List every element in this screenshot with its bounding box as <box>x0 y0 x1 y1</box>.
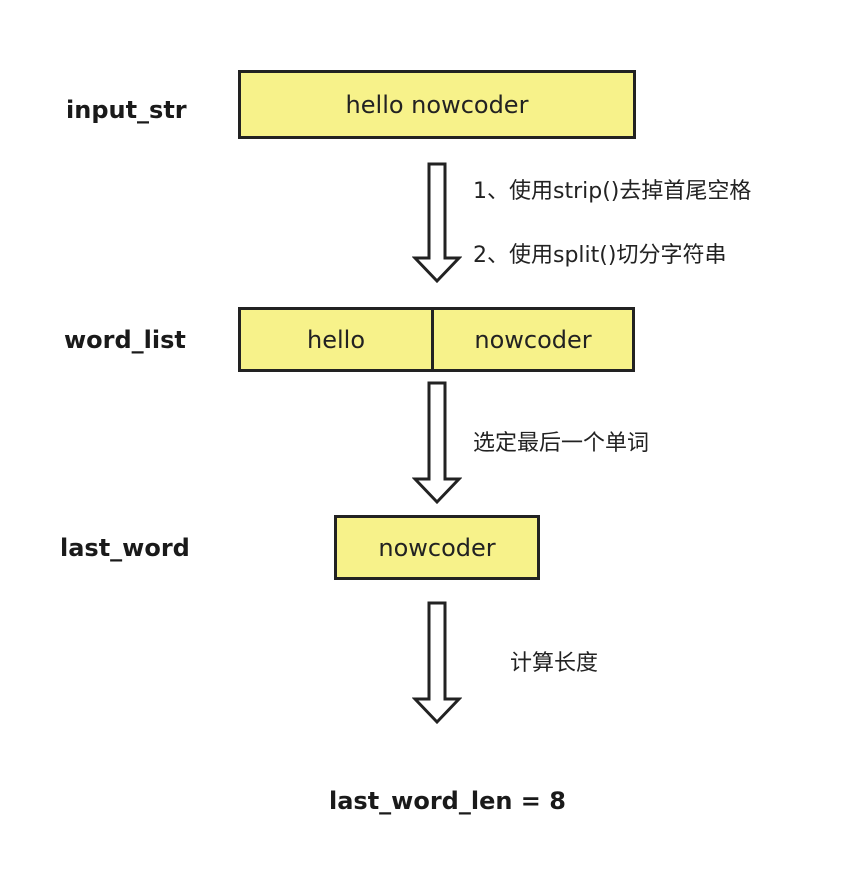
step-length-text: 计算长度 <box>510 651 599 676</box>
result-text: last_word_len = 8 <box>329 787 566 815</box>
input-str-box: hello nowcoder <box>238 70 636 139</box>
word-list-box: hello nowcoder <box>238 307 635 372</box>
word-list-cell: nowcoder <box>434 310 632 369</box>
word-list-cell-text: nowcoder <box>474 325 592 354</box>
step-select-text: 选定最后一个单词 <box>473 431 650 456</box>
word-list-cell: hello <box>241 310 434 369</box>
input-str-value: hello nowcoder <box>345 90 529 119</box>
word-list-label: word_list <box>64 326 186 354</box>
down-arrow-icon <box>412 601 462 725</box>
down-arrow-icon <box>412 381 462 505</box>
input-str-label: input_str <box>66 96 187 124</box>
step-split-text: 2、使用split()切分字符串 <box>473 243 727 268</box>
last-word-label: last_word <box>60 534 190 562</box>
last-word-box: nowcoder <box>334 515 540 580</box>
step-strip-text: 1、使用strip()去掉首尾空格 <box>473 179 752 204</box>
last-word-value: nowcoder <box>378 533 496 562</box>
word-list-cell-text: hello <box>307 325 365 354</box>
down-arrow-icon <box>412 162 462 284</box>
